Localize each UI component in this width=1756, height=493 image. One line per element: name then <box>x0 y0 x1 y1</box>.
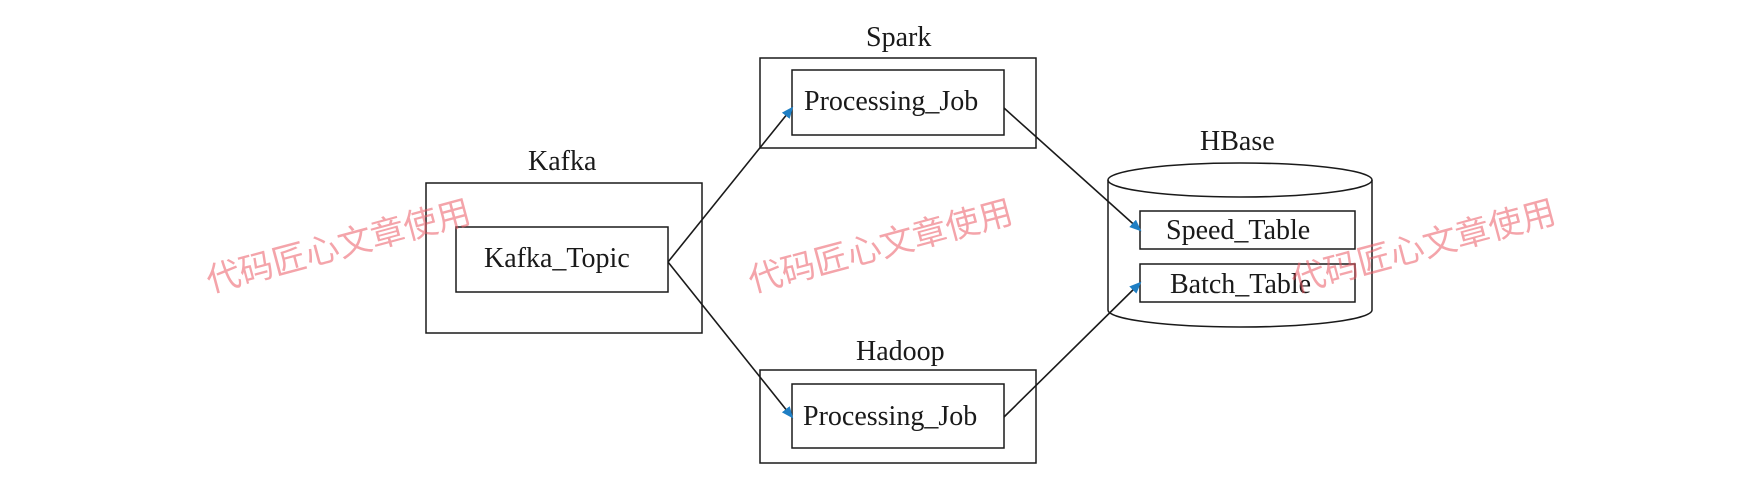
hbase-cylinder <box>1107 162 1373 328</box>
kafka-group-box <box>425 182 703 334</box>
speed-table-label: Speed_Table <box>1166 215 1311 246</box>
batch-table-label: Batch_Table <box>1170 269 1312 300</box>
kafka-topic-box <box>455 226 669 293</box>
hbase-group-label: HBase <box>1200 126 1275 157</box>
spark-group-box <box>759 57 1037 149</box>
arrow-hadoop-to-batch-table <box>1003 281 1142 418</box>
kafka-group-label: Kafka <box>528 146 597 177</box>
spark-processing-job-box <box>791 69 1005 136</box>
kafka-topic-label: Kafka_Topic <box>484 243 630 274</box>
arrow-kafka-to-hadoop <box>667 261 794 419</box>
hadoop-processing-job-label: Processing_Job <box>803 401 978 432</box>
spark-group-label: Spark <box>866 22 932 53</box>
spark-processing-job-label: Processing_Job <box>804 86 979 117</box>
arrow-kafka-to-spark <box>667 106 794 263</box>
hadoop-group-label: Hadoop <box>856 336 945 367</box>
arrow-spark-to-speed-table <box>1003 107 1142 232</box>
hadoop-group-box <box>759 369 1037 464</box>
